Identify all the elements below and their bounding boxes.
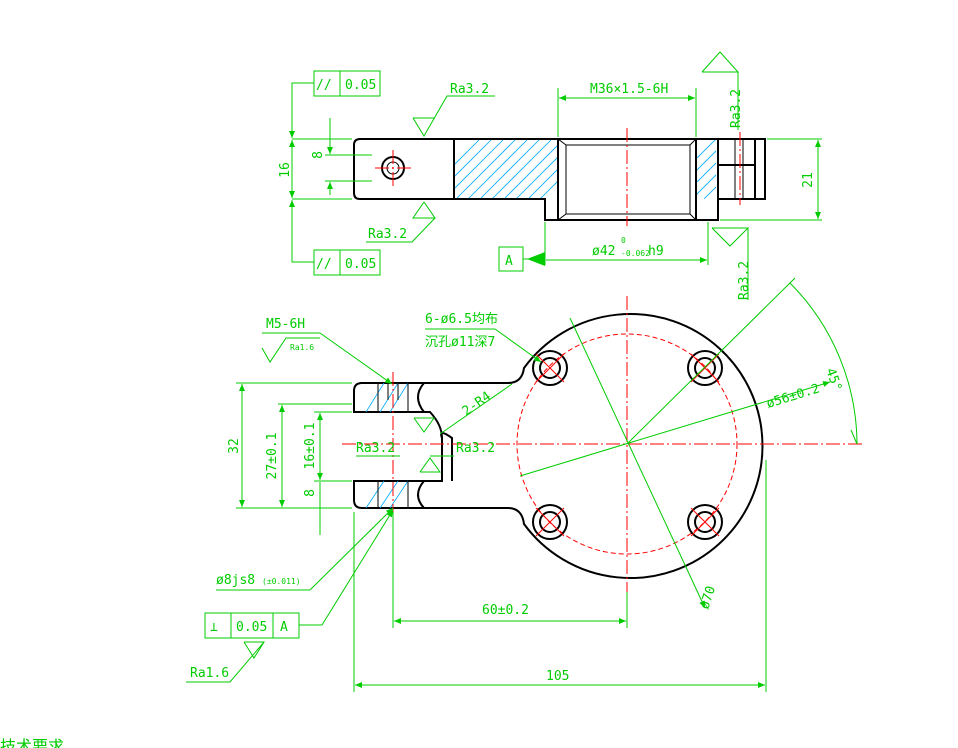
dim-27: 27±0.1 [265,433,280,480]
top-view-outline [353,138,766,221]
tolerance-lower: -0.062 [621,249,650,258]
bolt-hole-bl [532,504,568,540]
roughness-top-label: Ra3.2 [450,82,489,97]
parallel-symbol: // [316,78,332,93]
perpendicularity-frame: ⊥ 0.05 A [204,509,394,639]
dim-8-front: 8 [303,489,318,497]
dim-32: 32 [227,438,242,454]
perp-datum: A [280,620,288,635]
dim-105: 105 [546,669,569,684]
roughness-bottom-label: Ra1.6 [190,666,229,681]
diameter-42: ø42 [592,244,615,259]
angle-45: 45° [822,366,844,393]
dim-21: 21 [801,172,816,188]
roughness-bottom-left-label: Ra3.2 [368,227,407,242]
outer-dia-label: ø70 [698,584,720,611]
section-hatch-left [454,139,558,199]
dim-60: 60±0.2 [482,603,529,618]
dim-8-top-view: 8 [311,151,326,159]
perp-symbol: ⊥ [210,620,218,635]
m5-thread-label: M5-6H [266,317,305,332]
tolerance-upper: 0 [621,236,626,245]
parallel-value: 0.05 [345,78,376,93]
roughness-top: Ra3.2 [412,82,495,137]
roughness-bottom: Ra1.6 [186,641,265,683]
radius-label: 2-R4 [460,389,494,419]
parallel-tolerance-bottom: // 0.05 [289,200,381,276]
roughness-right-bottom: Ra3.2 [711,227,752,300]
parallel-tolerance-top: // 0.05 [289,70,381,138]
holes-label-1: 6-ø6.5均布 [425,312,498,327]
bore-tol-label: (±0.011) [262,577,301,586]
parallel-symbol-bottom: // [316,257,332,272]
pcd-circle [516,333,738,555]
top-view: 16 8 // 0.05 // 0.05 Ra3.2 [278,51,822,300]
dim-16-front: 16±0.1 [303,423,318,470]
tech-requirements-title: 技术要求 [0,737,64,748]
bolt-hole-tl [532,350,568,386]
roughness-bottom-left: Ra3.2 [366,201,436,243]
bolt-hole-br [687,504,723,540]
section-hatch-right [696,139,716,199]
fit-h9: h9 [648,244,664,259]
roughness-right-top: Ra3.2 [701,51,744,130]
roughness-right-bottom-label: Ra3.2 [737,261,752,300]
thread-label-top: M36×1.5-6H [590,82,668,97]
front-view: M5-6H Ra1.6 6-ø6.5均布 沉孔ø11深7 2-R4 Ra3.2 … [186,277,865,692]
dim-16-top-view: 16 [278,162,293,178]
ra-right-fork: Ra3.2 [456,441,495,456]
datum-letter-a: A [505,254,513,269]
m5-ra-label: Ra1.6 [290,343,314,352]
pcd-label: ø56±0.2 [765,381,822,411]
ra-left-fork: Ra3.2 [356,441,395,456]
perp-value: 0.05 [236,620,267,635]
bolt-hole-tr [687,350,723,386]
holes-label-2: 沉孔ø11深7 [425,335,495,350]
parallel-value-bottom: 0.05 [345,257,376,272]
bore-fit-label: ø8js8 [216,573,255,588]
roughness-right-top-label: Ra3.2 [729,89,744,128]
